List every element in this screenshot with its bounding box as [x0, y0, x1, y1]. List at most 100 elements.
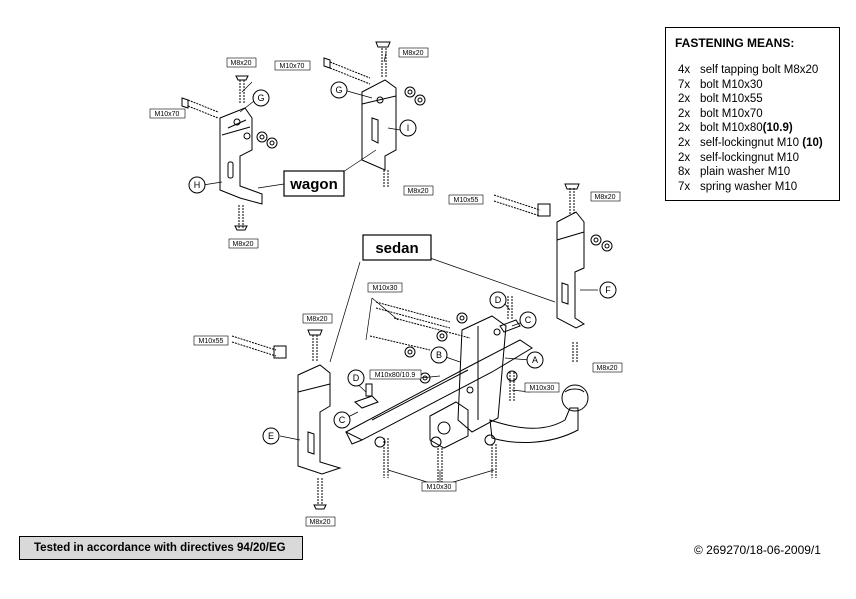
part-d-left: D	[347, 369, 365, 387]
fastening-desc: bolt M10x70	[700, 107, 763, 120]
size-tag-m8x20-8: M8x20	[305, 516, 336, 527]
part-h: H	[188, 176, 206, 194]
fastening-item: 7x spring washer M10	[675, 180, 830, 195]
svg-text:M10x55: M10x55	[454, 197, 479, 204]
svg-text:B: B	[436, 350, 442, 360]
bolt-g-right	[323, 57, 426, 106]
tested-directive-note: Tested in accordance with directives 94/…	[19, 536, 303, 560]
part-c-left: C	[333, 411, 351, 429]
fastening-qty: 7x	[678, 180, 691, 193]
fastening-desc: self tapping bolt M8x20	[700, 64, 819, 76]
svg-text:H: H	[194, 180, 201, 190]
part-g-right: G	[330, 81, 348, 99]
bracket-i	[361, 79, 397, 171]
bolt-f-bottom	[572, 342, 578, 362]
svg-text:M10x30: M10x30	[530, 385, 555, 392]
bolt-top-h	[235, 75, 249, 104]
fastening-desc: bolt M10x80	[700, 122, 763, 135]
size-tag-m10x55-2: M10x55	[193, 335, 229, 346]
crossbar-b	[344, 339, 533, 445]
svg-text:M10x55: M10x55	[199, 338, 224, 345]
bolts-m10x30-upper	[369, 301, 471, 384]
fastening-desc: self-lockingnut M10	[700, 136, 803, 149]
washers-f	[590, 234, 613, 252]
svg-text:M8x20: M8x20	[402, 50, 423, 57]
size-tag-m10x70-2: M10x70	[274, 60, 311, 71]
tow-ball-neck	[489, 384, 589, 444]
size-tag-m8x20-3: M8x20	[398, 47, 429, 58]
svg-text:F: F	[605, 285, 611, 295]
size-tag-m8x20-4: M8x20	[403, 185, 434, 196]
size-tag-m10x30-1: M10x30	[367, 282, 403, 293]
plate-mount	[457, 315, 507, 433]
bolts-m10x30-lower	[374, 370, 518, 482]
size-tag-m8x20-7: M8x20	[592, 362, 623, 373]
svg-text:D: D	[353, 373, 360, 383]
size-tag-m10x55-1: M10x55	[448, 194, 484, 205]
svg-text:G: G	[257, 93, 264, 103]
svg-text:sedan: sedan	[375, 240, 418, 257]
part-f: F	[599, 281, 617, 299]
svg-text:M10x70: M10x70	[155, 111, 180, 118]
size-tag-m10x80: M10x80/10.9	[369, 369, 422, 380]
fastening-desc: spring washer M10	[700, 180, 798, 193]
fastening-means-box: FASTENING MEANS: 4x self tapping bolt M8x…	[665, 27, 840, 201]
svg-text:E: E	[268, 431, 274, 441]
fastening-item: 4x self tapping bolt M8x20	[675, 63, 830, 78]
svg-text:M10x30: M10x30	[427, 484, 452, 491]
fastening-desc: plain washer M10	[700, 166, 791, 179]
fastening-qty: 4x	[678, 64, 691, 76]
fastening-qty: 8x	[678, 166, 691, 179]
wagon-label: wagon	[283, 170, 345, 197]
fastening-qty: 2x	[678, 122, 691, 135]
fastening-means-title: FASTENING MEANS:	[675, 36, 795, 50]
sedan-label: sedan	[362, 234, 432, 261]
svg-text:G: G	[335, 85, 342, 95]
fastening-item: 8x plain washer M10	[675, 165, 830, 180]
svg-text:D: D	[495, 295, 502, 305]
bracket-f	[556, 211, 585, 329]
svg-text:wagon: wagon	[289, 176, 338, 193]
svg-text:M8x20: M8x20	[309, 519, 330, 526]
fastening-desc: self-lockingnut M10	[700, 151, 800, 164]
leader-lines	[202, 52, 598, 487]
svg-text:M8x20: M8x20	[594, 194, 615, 201]
bolt-bottom-i	[383, 170, 389, 188]
bolt-top-i	[375, 41, 391, 78]
bolt-g-left	[181, 97, 278, 149]
svg-text:M8x20: M8x20	[232, 241, 253, 248]
bolt-e-m10x55	[231, 335, 287, 359]
copyright-note: © 269270/18-06-2009/1	[694, 543, 821, 557]
size-tag-m8x20-5: M8x20	[590, 191, 621, 202]
fastening-qty: 2x	[678, 136, 691, 149]
svg-text:M8x20: M8x20	[596, 365, 617, 372]
svg-text:M10x30: M10x30	[373, 285, 398, 292]
parts-d-c-left	[354, 383, 379, 409]
part-i: I	[399, 119, 417, 137]
part-e: E	[262, 427, 280, 445]
fastening-desc: bolt M10x30	[700, 78, 763, 91]
part-b: B	[430, 346, 448, 364]
fastening-qty: 2x	[678, 107, 691, 120]
fastening-qty: 2x	[678, 93, 691, 106]
bracket-e	[297, 364, 342, 475]
part-g-left: G	[252, 89, 270, 107]
size-tag-m10x30-3: M10x30	[421, 481, 457, 492]
size-tag-m10x30-2: M10x30	[524, 382, 560, 393]
svg-text:M10x80/10.9: M10x80/10.9	[375, 372, 416, 379]
bolt-e-top	[307, 329, 323, 362]
fastening-item: 2x bolt M10x70	[675, 107, 830, 122]
coupling-socket	[429, 401, 469, 449]
svg-text:M8x20: M8x20	[306, 316, 327, 323]
size-tag-m8x20-6: M8x20	[302, 313, 333, 324]
size-tag-m8x20-1: M8x20	[226, 57, 257, 68]
part-d-right: D	[489, 291, 507, 309]
bracket-h	[219, 107, 263, 205]
svg-text:M8x20: M8x20	[230, 60, 251, 67]
